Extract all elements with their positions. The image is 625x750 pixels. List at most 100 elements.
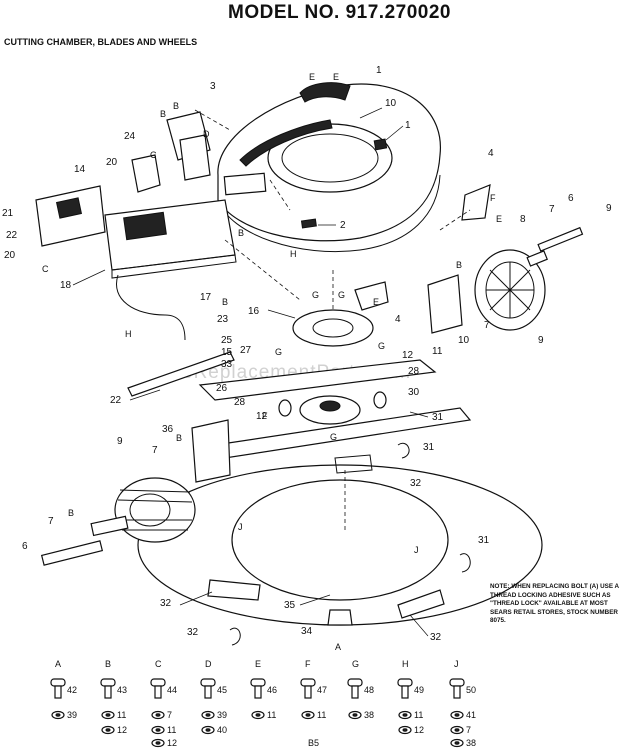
washer-hole-icon — [454, 728, 460, 732]
callout: 8 — [520, 214, 526, 225]
letter-callout: E — [373, 297, 379, 307]
hardware-key-part-number: 12 — [117, 725, 127, 735]
hardware-key: A4239B431112C4471112D453940E4611F4711G48… — [50, 659, 476, 748]
hardware-key-letter: F — [305, 659, 311, 669]
letter-callout: B — [456, 260, 462, 270]
bolt-icon — [150, 678, 166, 687]
callout: 7 — [152, 445, 158, 456]
callout: 24 — [124, 131, 136, 142]
callout: 28 — [408, 366, 420, 377]
bolt-shank-icon — [453, 685, 461, 699]
letter-callout: J — [414, 545, 419, 555]
bolt-icon — [300, 678, 316, 687]
bolt-icon — [100, 678, 116, 687]
bolt-icon — [50, 678, 66, 687]
callout: 22 — [6, 230, 18, 241]
blade-adapter — [292, 309, 374, 347]
part-callouts: 1 10 1 3 24 20 14 21 22 20 18 17 2 4 6 7… — [2, 65, 612, 643]
deck-top — [217, 82, 441, 253]
washer-hole-icon — [205, 713, 211, 717]
callout: 20 — [106, 157, 118, 168]
callout: 6 — [568, 193, 574, 204]
bolt-icon — [397, 678, 413, 687]
letter-callout: B — [238, 228, 244, 238]
callout: 17 — [200, 292, 212, 303]
callout: 9 — [606, 203, 612, 214]
hardware-key-part-number: 11 — [414, 710, 423, 720]
letter-callout: D — [203, 129, 210, 139]
callout: 1 — [376, 65, 382, 76]
callout: 25 — [221, 335, 233, 346]
callout: 32 — [430, 632, 442, 643]
hardware-key-part-number: 12 — [167, 738, 177, 748]
callout: 18 — [60, 280, 72, 291]
letter-callout: J — [238, 522, 243, 532]
bolt-shank-icon — [154, 685, 162, 699]
hardware-key-part-number: 44 — [167, 685, 177, 695]
hardware-key-part-number: 39 — [67, 710, 77, 720]
page-number: B5 — [308, 738, 320, 748]
washer-hole-icon — [255, 713, 261, 717]
callout: 27 — [240, 345, 252, 356]
letter-callout: B — [176, 433, 182, 443]
hardware-key-part-number: 11 — [317, 710, 326, 720]
letter-callout: F — [490, 193, 496, 203]
washer-hole-icon — [454, 713, 460, 717]
callout: 16 — [248, 306, 260, 317]
washer-hole-icon — [105, 713, 111, 717]
hardware-key-part-number: 48 — [364, 685, 374, 695]
hardware-key-letter: J — [454, 659, 459, 669]
letter-callout: B — [222, 297, 228, 307]
callout: 22 — [110, 395, 122, 406]
leader-lines — [72, 107, 429, 637]
letter-callout: E — [496, 214, 502, 224]
right-wheel — [474, 226, 584, 331]
callout: 7 — [48, 516, 54, 527]
clips — [229, 442, 471, 646]
callout: 6 — [22, 541, 28, 552]
hardware-key-part-number: 38 — [364, 710, 374, 720]
letter-callout: E — [309, 72, 315, 82]
lower-bracket — [127, 351, 235, 483]
bolt-icon — [200, 678, 216, 687]
hardware-key-part-number: 40 — [217, 725, 227, 735]
letter-callout: F — [262, 411, 268, 421]
washer-hole-icon — [402, 728, 408, 732]
washer-hole-icon — [454, 741, 460, 745]
bolt-shank-icon — [204, 685, 212, 699]
callout: 7 — [549, 204, 555, 215]
letter-callout: G — [338, 290, 345, 300]
bolt-shank-icon — [54, 685, 62, 699]
letter-callout: A — [335, 642, 341, 652]
letter-callout: H — [125, 329, 132, 339]
hardware-key-part-number: 45 — [217, 685, 227, 695]
hardware-key-part-number: 43 — [117, 685, 127, 695]
letter-callouts: E E B B D C C B B H F E B E G G H G G F … — [42, 72, 502, 652]
callout: 2 — [340, 220, 346, 231]
letter-callout: H — [290, 249, 297, 259]
bolt-shank-icon — [104, 685, 112, 699]
deck-bottom — [137, 464, 543, 626]
letter-callout: E — [333, 72, 339, 82]
letter-callout: G — [312, 290, 319, 300]
callout: 26 — [216, 383, 228, 394]
hardware-key-part-number: 38 — [466, 738, 476, 748]
hardware-key-part-number: 7 — [167, 710, 172, 720]
washer-hole-icon — [155, 728, 161, 732]
callout: 9 — [538, 335, 544, 346]
page-title: MODEL NO. 917.270020 — [228, 2, 451, 23]
rear-baffle — [35, 185, 237, 279]
callout: 14 — [74, 164, 86, 175]
letter-callout: C — [42, 264, 49, 274]
callout: 11 — [432, 346, 443, 357]
washer-hole-icon — [55, 713, 61, 717]
callout: 10 — [385, 98, 397, 109]
hardware-key-part-number: 49 — [414, 685, 424, 695]
left-wheel — [40, 477, 196, 566]
callout: 31 — [432, 412, 444, 423]
washer-hole-icon — [155, 713, 161, 717]
callout: 28 — [234, 397, 246, 408]
callout: 31 — [423, 442, 435, 453]
hardware-key-letter: A — [55, 659, 61, 669]
